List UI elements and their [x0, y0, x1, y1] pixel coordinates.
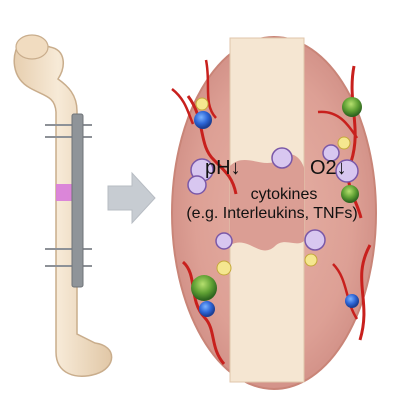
- cell-icon: [345, 294, 359, 308]
- blood-vessel-icon: [358, 244, 372, 341]
- cell-icon: [341, 185, 359, 203]
- blood-vessel-icon: [317, 110, 359, 139]
- blood-vessel-icon: [171, 88, 195, 125]
- femur-with-fixator: [13, 34, 113, 377]
- cell-icon: [199, 301, 215, 317]
- o2-label: O2↓: [310, 157, 347, 179]
- cell-icon: [216, 260, 232, 276]
- cell-icon: [195, 97, 209, 111]
- femoral-head: [15, 34, 49, 60]
- external-fixator-bar: [71, 113, 84, 288]
- cell-icon: [191, 275, 217, 301]
- cell-icon: [322, 144, 340, 162]
- ph-label: pH↓: [205, 157, 241, 179]
- callus-magnified-view: [171, 36, 377, 390]
- fracture-gap-callus: [230, 154, 304, 251]
- cell-icon: [304, 253, 318, 267]
- cell-icon: [335, 159, 359, 183]
- right-chevron-arrow-icon: [107, 171, 156, 225]
- cell-icon: [342, 97, 362, 117]
- cell-icon: [271, 147, 293, 169]
- femur-bone: [13, 38, 113, 377]
- cell-icon: [194, 111, 212, 129]
- cell-icon: [304, 229, 326, 251]
- cytokines-examples-label: (e.g. Interleukins, TNFs): [186, 205, 358, 222]
- cell-icon: [215, 232, 233, 250]
- blood-vessel-icon: [181, 260, 226, 365]
- cytokines-label: cytokines: [250, 186, 318, 203]
- cell-icon: [187, 175, 207, 195]
- blood-vessel-icon: [332, 263, 359, 320]
- cell-icon: [337, 136, 351, 150]
- blood-vessel-icon: [204, 59, 217, 119]
